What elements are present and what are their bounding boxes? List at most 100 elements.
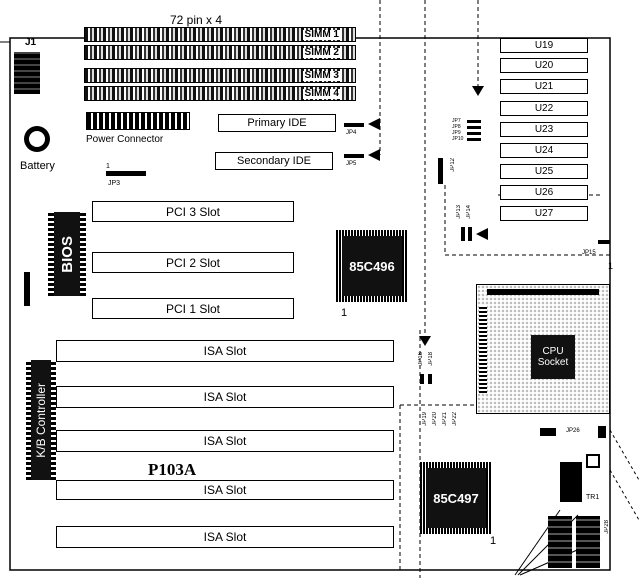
jp3-label: JP3 (108, 180, 121, 187)
cache-chip-label: U23 (534, 124, 554, 135)
power-connector (86, 112, 190, 130)
jp15-label: JP15 (582, 250, 596, 256)
jp4-jumper (344, 123, 364, 127)
j1-label: J1 (25, 37, 37, 48)
jp15-pin1: 1 (608, 261, 614, 271)
board-model: P103A (148, 460, 197, 479)
cache-chip-label: U19 (534, 40, 554, 51)
jp20-label: JP20 (432, 412, 438, 426)
cache-chip-u20: U20 (500, 58, 588, 73)
jp10-label: JP10 (452, 136, 464, 142)
secondary-ide-label: Secondary IDE (237, 155, 311, 167)
jp16-jumper (420, 374, 424, 384)
cache-chip-label: U20 (534, 60, 554, 71)
tr1-label: TR1 (586, 494, 600, 501)
pci-slot-1: PCI 1 Slot (92, 298, 294, 319)
jp7-label: JP7 (452, 118, 461, 124)
cache-chip-label: U21 (534, 81, 554, 92)
cache-chip-label: U24 (534, 145, 554, 156)
isa-slot-1: ISA Slot (56, 340, 394, 362)
jp14-jumper (468, 227, 472, 241)
jp19-label: JP19 (422, 412, 428, 426)
pci-slot-label: PCI 2 Slot (165, 255, 221, 270)
isa-slot-label: ISA Slot (203, 434, 247, 448)
jp12-label: JP12 (450, 158, 456, 172)
jp26-label: JP26 (566, 428, 580, 434)
cpu-socket-label-2: Socket (537, 357, 569, 368)
pci-slot-2: PCI 2 Slot (92, 252, 294, 273)
bios-chip: BIOS (54, 212, 80, 296)
isa-slot-3: ISA Slot (56, 430, 394, 452)
jp9-jumper (467, 132, 481, 135)
chipset-south-label: 85C497 (433, 490, 479, 506)
isa-slot-label: ISA Slot (203, 483, 247, 497)
simm-socket-3: SIMM 3 (84, 68, 356, 83)
jp1-jp2-jumper (24, 272, 30, 306)
cpu-socket: CPU Socket (476, 284, 610, 414)
cache-chip-u25: U25 (500, 164, 588, 179)
isa-slot-2: ISA Slot (56, 386, 394, 408)
simm-label-2: SIMM 2 (302, 47, 341, 58)
jp7-jumper (467, 120, 481, 123)
simm-label-4: SIMM 4 (302, 88, 341, 99)
chipset-north-pin1: 1 (341, 307, 348, 319)
jp13-jumper (461, 227, 465, 241)
isa-slot-label: ISA Slot (203, 390, 247, 404)
jp3-pin1: 1 (106, 163, 110, 170)
j-connector-right (576, 516, 600, 568)
jp18-jumper (428, 374, 432, 384)
j1-connector (14, 52, 40, 94)
jp26-jumper (540, 428, 556, 436)
jp9-label: JP9 (452, 130, 461, 136)
chipset-north: 85C496 (342, 236, 402, 296)
simm-socket-4: SIMM 4 (84, 86, 356, 101)
jp4-label: JP4 (346, 130, 357, 136)
pci-slot-label: PCI 1 Slot (165, 301, 221, 316)
jp10-jumper (467, 138, 481, 141)
jp15-jumper (598, 240, 610, 244)
simm-socket-1: SIMM 1 (84, 27, 356, 42)
cache-chip-label: U25 (534, 166, 554, 177)
isa-slot-label: ISA Slot (203, 344, 247, 358)
jp12-jumper (438, 158, 443, 184)
cache-chip-u23: U23 (500, 122, 588, 137)
power-connector-label: Power Connector (86, 134, 164, 145)
chipset-south: 85C497 (426, 468, 486, 528)
tr1-cap (586, 454, 600, 468)
jp16-label: JP16 (418, 352, 424, 366)
cache-chip-label: U22 (534, 103, 554, 114)
cache-chip-u19: U19 (500, 38, 588, 53)
jp5-jumper (344, 154, 364, 158)
chipset-south-pin1: 1 (490, 535, 497, 547)
jp5-label: JP5 (346, 161, 357, 167)
cache-chip-label: U26 (534, 187, 554, 198)
cpu-socket-label-1: CPU (542, 346, 564, 357)
cache-chip-u26: U26 (500, 185, 588, 200)
bios-label: BIOS (58, 235, 76, 273)
jp22-label: JP22 (452, 412, 458, 426)
cache-chip-u27: U27 (500, 206, 588, 221)
cpu-socket-center: CPU Socket (531, 335, 575, 379)
cache-chip-u24: U24 (500, 143, 588, 158)
jp28-label: JP28 (604, 520, 610, 534)
primary-ide-connector: Primary IDE (218, 114, 336, 132)
jp14-label: JP14 (466, 205, 472, 219)
simm-socket-2: SIMM 2 (84, 45, 356, 60)
jp13-label: JP13 (456, 205, 462, 219)
primary-ide-label: Primary IDE (247, 117, 307, 129)
pci-slot-label: PCI 3 Slot (165, 204, 221, 219)
isa-slot-label: ISA Slot (203, 530, 247, 544)
jp21-label: JP21 (442, 412, 448, 426)
simm-label-3: SIMM 3 (302, 70, 341, 81)
jp8-label: JP8 (452, 124, 461, 130)
simm-header: 72 pin x 4 (170, 13, 223, 27)
j-connector-left (548, 516, 572, 568)
tr1-regulator (560, 462, 582, 502)
kb-controller-chip: K/B Controller (31, 360, 51, 480)
simm-label-1: SIMM 1 (302, 29, 341, 40)
secondary-ide-connector: Secondary IDE (215, 152, 333, 170)
jp18-label: JP18 (428, 352, 434, 366)
battery-cell (24, 126, 50, 152)
battery-label: Battery (20, 160, 55, 172)
